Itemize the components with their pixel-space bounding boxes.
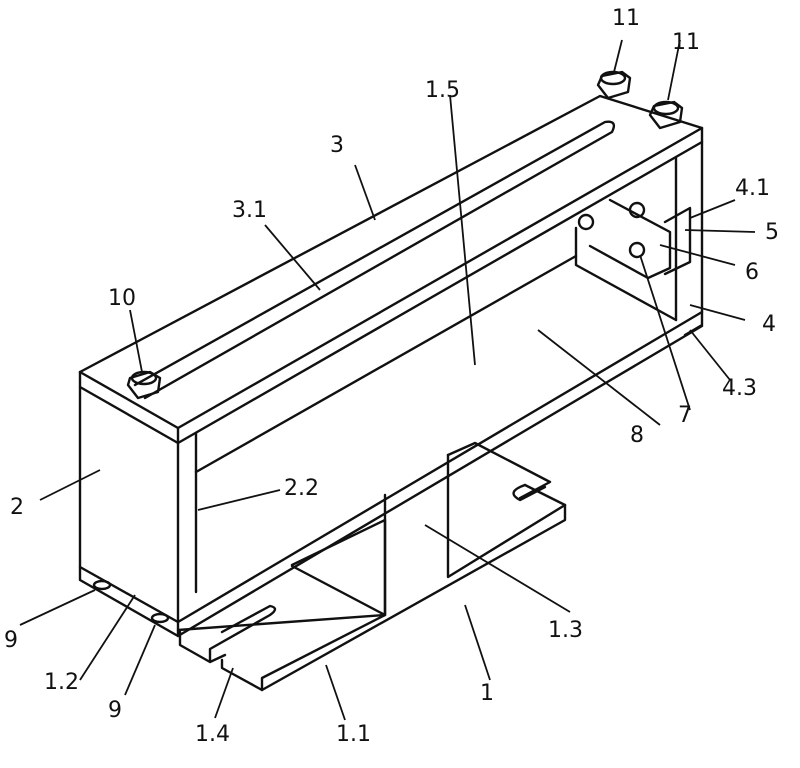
label-4-3: 4.3 — [722, 376, 757, 401]
label-2: 2 — [10, 495, 24, 520]
label-4-1: 4.1 — [735, 176, 770, 201]
label-1-5: 1.5 — [425, 78, 460, 103]
label-7: 7 — [678, 403, 692, 428]
leader-lines — [19, 39, 756, 721]
label-11-a: 11 — [612, 6, 640, 31]
nut-9a — [92, 579, 112, 591]
side-plate-2 — [78, 254, 578, 638]
label-6: 6 — [745, 260, 759, 285]
label-8: 8 — [630, 423, 644, 448]
label-1-1: 1.1 — [336, 722, 371, 747]
label-11-b: 11 — [672, 30, 700, 55]
label-1-3: 1.3 — [548, 618, 583, 643]
label-9-a: 9 — [4, 628, 18, 653]
label-1-2: 1.2 — [44, 670, 79, 695]
label-1-4: 1.4 — [195, 722, 230, 747]
bolt-10 — [126, 370, 162, 400]
beam-1 — [176, 310, 704, 692]
label-1: 1 — [480, 681, 494, 706]
top-plate-3 — [78, 94, 704, 445]
label-3: 3 — [330, 133, 344, 158]
label-5: 5 — [765, 220, 779, 245]
nut-9b — [150, 612, 170, 624]
label-4: 4 — [762, 312, 776, 337]
label-2-2: 2.2 — [284, 476, 319, 501]
slot-3-1 — [133, 120, 616, 400]
label-3-1: 3.1 — [232, 198, 267, 223]
bolts — [92, 70, 684, 624]
end-plate-4 — [574, 140, 704, 337]
label-10: 10 — [108, 286, 136, 311]
label-9-b: 9 — [108, 698, 122, 723]
